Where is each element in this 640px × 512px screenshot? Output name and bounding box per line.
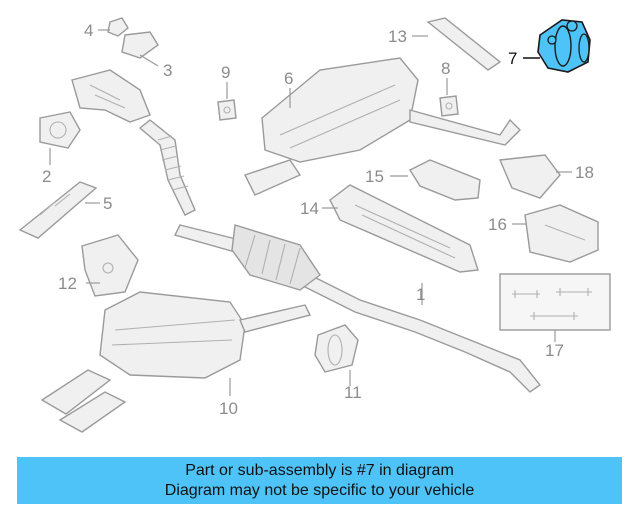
part-4-nut bbox=[107, 17, 129, 37]
info-banner: Part or sub-assembly is #7 in diagram Di… bbox=[17, 457, 622, 504]
part-2-gasket bbox=[39, 111, 81, 149]
part-10-front-muffler bbox=[40, 291, 312, 433]
part-14-heat-shield-large bbox=[329, 184, 479, 273]
callout-16: 16 bbox=[488, 215, 507, 234]
exhaust-system-diagram: 1 2 3 4 5 6 7 bbox=[18, 17, 611, 433]
callout-15: 15 bbox=[365, 167, 384, 186]
part-12-bracket bbox=[81, 234, 139, 297]
callout-10: 10 bbox=[219, 399, 238, 418]
part-9-rubber-hanger bbox=[217, 99, 237, 121]
callout-4: 4 bbox=[84, 21, 93, 40]
callout-1: 1 bbox=[416, 285, 425, 304]
part-11-clamp bbox=[314, 324, 359, 373]
part-1-exhaust-pipe bbox=[138, 119, 542, 393]
part-16-bracket bbox=[524, 204, 599, 263]
part-6-rear-muffler bbox=[244, 57, 521, 196]
callout-14: 14 bbox=[300, 199, 319, 218]
callout-3: 3 bbox=[163, 61, 172, 80]
part-7-clamp-highlighted bbox=[537, 19, 591, 73]
callout-2: 2 bbox=[42, 167, 51, 186]
callout-6: 6 bbox=[284, 69, 293, 88]
callout-18: 18 bbox=[575, 163, 594, 182]
callout-17: 17 bbox=[545, 341, 564, 360]
banner-line-1: Part or sub-assembly is #7 in diagram bbox=[185, 461, 454, 479]
part-17-hardware-kit bbox=[499, 273, 611, 331]
catalytic-converter-upper bbox=[71, 69, 151, 123]
part-13-heat-shield-bracket bbox=[426, 17, 502, 71]
part-3-bracket bbox=[121, 31, 159, 59]
part-15-heat-shield bbox=[408, 159, 481, 201]
callout-9: 9 bbox=[221, 63, 230, 82]
callout-7: 7 bbox=[508, 49, 517, 68]
part-5-heat-shield bbox=[18, 181, 98, 239]
callout-13: 13 bbox=[388, 27, 407, 46]
callout-5: 5 bbox=[103, 194, 112, 213]
banner-line-2: Diagram may not be specific to your vehi… bbox=[164, 481, 475, 499]
callout-11: 11 bbox=[344, 383, 362, 402]
part-18-bracket bbox=[498, 154, 561, 199]
part-8-rubber-hanger bbox=[439, 95, 459, 117]
callout-8: 8 bbox=[441, 59, 450, 78]
callout-12: 12 bbox=[58, 274, 77, 293]
